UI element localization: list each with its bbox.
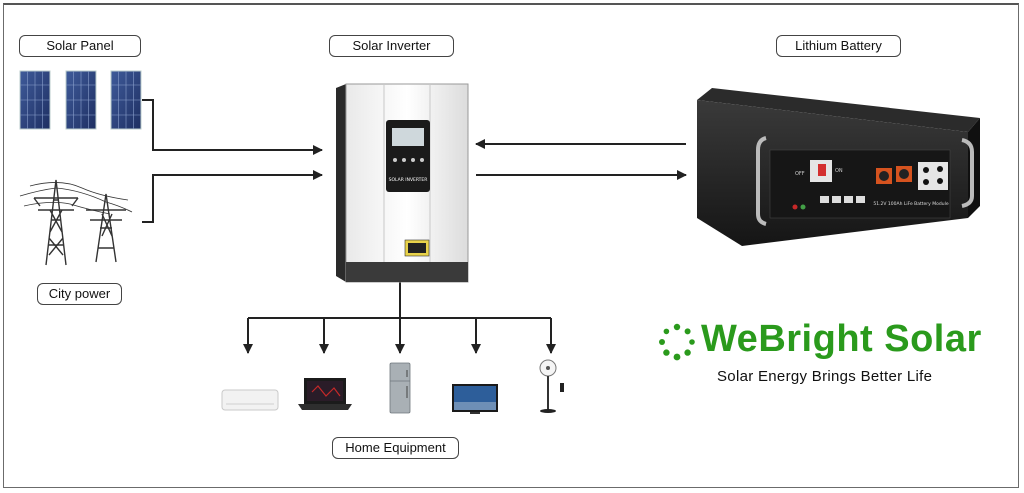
refrigerator-icon (389, 362, 411, 414)
battery-switch-on: ON (835, 168, 843, 174)
diagram-frame (3, 3, 1019, 488)
battery-switch-off: OFF (795, 171, 805, 177)
solar-inverter-label: Solar Inverter (329, 35, 454, 57)
lithium-battery-label: Lithium Battery (776, 35, 901, 57)
battery-icon: OFF ON 51.2V 100Ah LiFe Battery Module (697, 88, 980, 246)
home-equipment-label: Home Equipment (332, 437, 459, 459)
inverter-screen-text: SOLAR INVERTER (389, 177, 428, 183)
battery-model-text: 51.2V 100Ah LiFe Battery Module (873, 201, 948, 207)
city-power-label: City power (37, 283, 122, 305)
brand-logo-icon (659, 323, 695, 361)
city-to-inverter-arrow (142, 170, 323, 223)
connection-lines (142, 99, 687, 354)
solar-to-inverter-arrow (142, 99, 323, 155)
fan-icon (539, 359, 564, 413)
brand-tagline: Solar Energy Brings Better Life (717, 368, 933, 385)
power-tower-icon (19, 179, 133, 266)
solar-panel-label: Solar Panel (19, 35, 141, 57)
air-conditioner-icon (221, 389, 279, 411)
brand-block: WeBright Solar Solar Energy Brings Bette… (657, 316, 981, 386)
laptop-icon (298, 378, 352, 410)
solar-panel-icon (19, 70, 142, 130)
inverter-icon: SOLAR INVERTER (336, 83, 469, 283)
tv-icon (452, 384, 498, 414)
brand-name: WeBright Solar (701, 318, 982, 360)
